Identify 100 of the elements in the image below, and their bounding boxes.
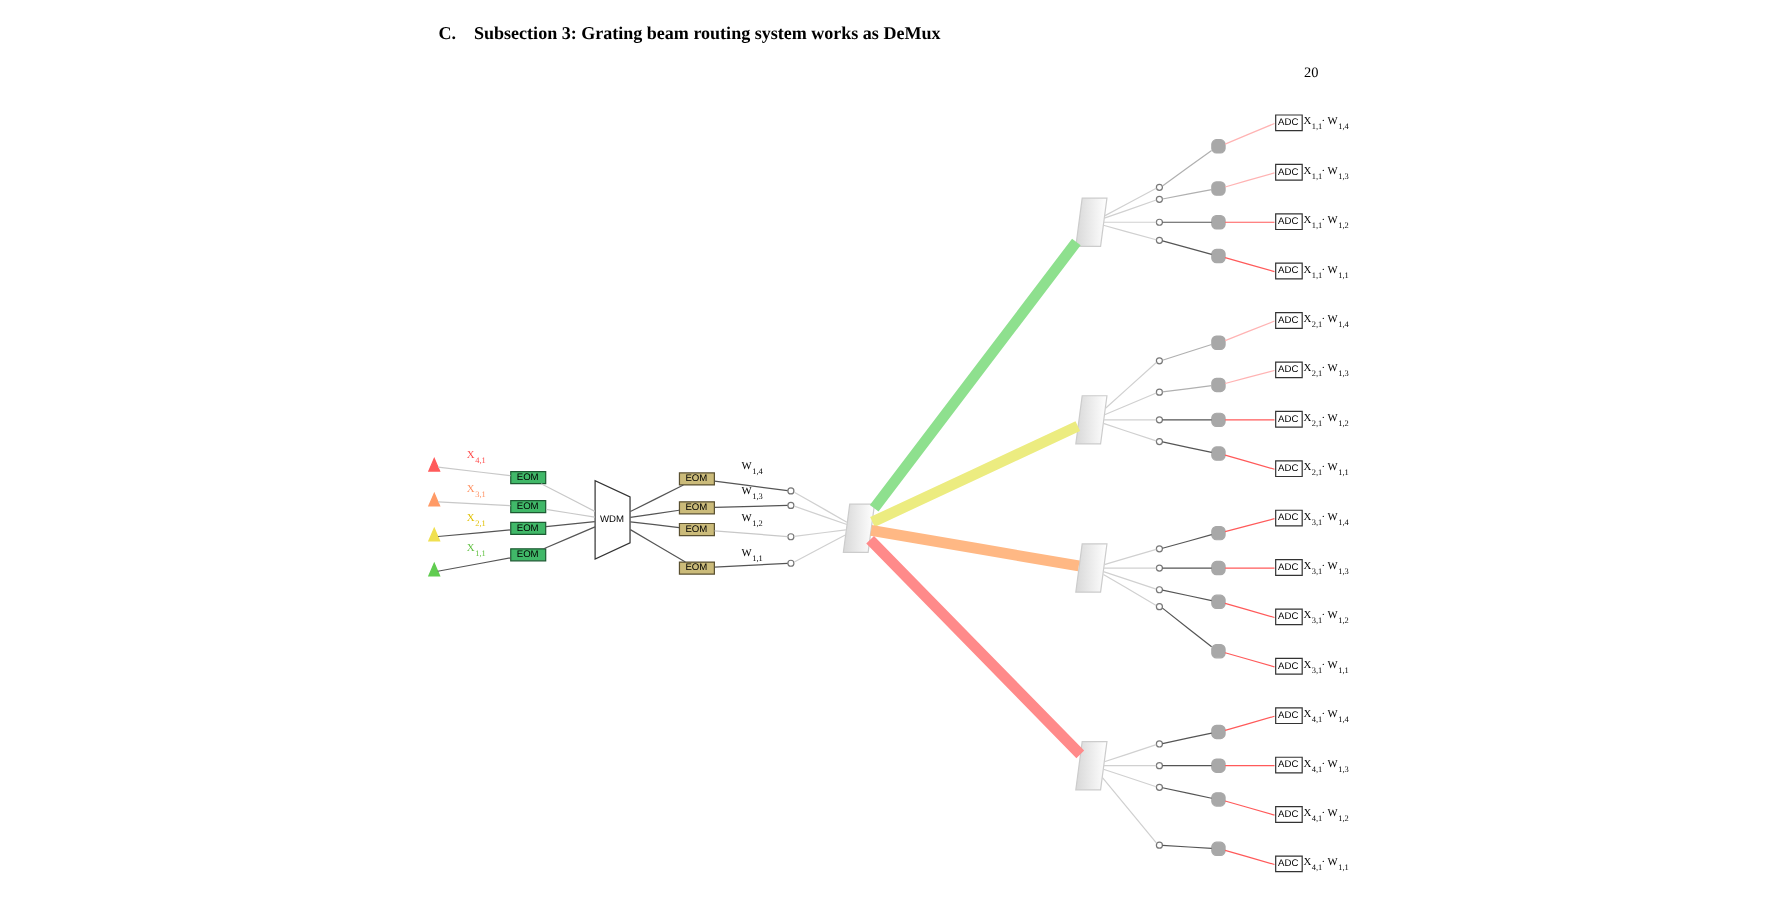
connector xyxy=(437,529,512,538)
connector xyxy=(1224,221,1276,223)
node-gate xyxy=(1211,446,1226,461)
node-gate xyxy=(1211,181,1226,196)
connector xyxy=(629,521,680,529)
connector xyxy=(1224,122,1276,145)
node-parallelogram xyxy=(1075,543,1108,593)
node-circle xyxy=(1155,416,1163,424)
node-circle xyxy=(787,487,795,495)
node-circle xyxy=(1155,603,1163,611)
connector xyxy=(1161,534,1213,549)
node-circle xyxy=(1155,236,1163,244)
connector xyxy=(545,508,596,518)
node-gate xyxy=(1211,525,1226,541)
connector xyxy=(713,504,789,508)
node-circle xyxy=(1155,357,1163,365)
connector xyxy=(870,421,1081,527)
connector xyxy=(1102,571,1157,590)
connector xyxy=(793,529,847,538)
connector xyxy=(437,466,512,477)
connector xyxy=(1161,189,1213,200)
connector xyxy=(1161,441,1213,453)
node-gate xyxy=(1211,248,1226,264)
connector xyxy=(1161,221,1213,223)
connector xyxy=(793,534,846,563)
node-parallelogram xyxy=(1075,197,1108,247)
connector xyxy=(1224,602,1276,619)
connector xyxy=(1102,224,1157,241)
connector xyxy=(1104,187,1157,217)
node-parallelogram xyxy=(1075,395,1108,445)
node-triangle xyxy=(427,491,441,507)
node-circle xyxy=(1155,564,1163,572)
node-circle xyxy=(1155,218,1163,226)
connector xyxy=(629,484,684,513)
connector xyxy=(1101,776,1158,844)
connector xyxy=(866,535,1085,759)
node-circle xyxy=(1155,762,1163,770)
connector xyxy=(1224,256,1276,273)
node-gate xyxy=(1211,139,1226,154)
node-gate xyxy=(1211,594,1226,610)
node-triangle xyxy=(427,456,441,472)
connector xyxy=(1224,715,1276,731)
connector xyxy=(1103,221,1157,223)
connector xyxy=(540,483,596,512)
node-circle xyxy=(1155,183,1163,191)
connector xyxy=(1103,744,1157,763)
node-gate xyxy=(1211,215,1226,230)
connector xyxy=(1102,768,1157,788)
connector xyxy=(1161,607,1213,648)
node-circle xyxy=(1155,740,1163,748)
node-gate xyxy=(1211,412,1226,428)
connector xyxy=(793,505,848,526)
node-gate xyxy=(1211,792,1226,807)
connector xyxy=(1224,369,1276,385)
node-circle xyxy=(1155,437,1163,446)
node-gate xyxy=(1211,377,1226,393)
connector xyxy=(1161,385,1213,393)
connector xyxy=(437,557,512,572)
connector xyxy=(1224,849,1276,866)
node-gate xyxy=(1211,758,1226,773)
node-gate xyxy=(1211,335,1226,350)
connector xyxy=(543,526,596,550)
connector xyxy=(1161,732,1213,745)
node-circle xyxy=(1155,545,1163,553)
node-triangle xyxy=(427,561,441,577)
node-circle xyxy=(1155,195,1163,203)
connector xyxy=(1224,518,1276,533)
connector xyxy=(793,491,848,523)
connector xyxy=(1224,454,1276,470)
connector xyxy=(713,480,789,492)
connector xyxy=(713,530,789,538)
connector xyxy=(1224,320,1276,342)
diagram-title: C. Subsection 3: Grating beam routing system works as DeMux xyxy=(438,23,941,44)
connector xyxy=(713,562,789,568)
connector xyxy=(437,501,512,507)
connector xyxy=(1224,567,1276,569)
node-circle xyxy=(787,559,795,567)
connector xyxy=(1103,199,1157,219)
connector xyxy=(1161,419,1213,421)
connector xyxy=(1103,567,1157,569)
node-gate xyxy=(1211,560,1226,576)
connector xyxy=(869,238,1081,512)
node-circle xyxy=(1155,586,1163,594)
connector xyxy=(1224,800,1276,816)
connector xyxy=(1103,548,1157,566)
node-circle xyxy=(787,501,795,510)
connector xyxy=(1161,343,1213,361)
node-gate xyxy=(1211,841,1226,857)
connector xyxy=(629,509,680,519)
node-gate xyxy=(1211,724,1226,740)
node-circle xyxy=(1155,841,1163,849)
connector xyxy=(1161,765,1213,767)
connector xyxy=(1224,652,1276,668)
connector xyxy=(1161,567,1213,569)
connector xyxy=(1224,419,1276,421)
node-circle xyxy=(787,533,795,541)
node-circle xyxy=(1155,388,1163,396)
connector xyxy=(1161,240,1213,256)
connector xyxy=(629,529,686,563)
connector xyxy=(1161,844,1213,850)
